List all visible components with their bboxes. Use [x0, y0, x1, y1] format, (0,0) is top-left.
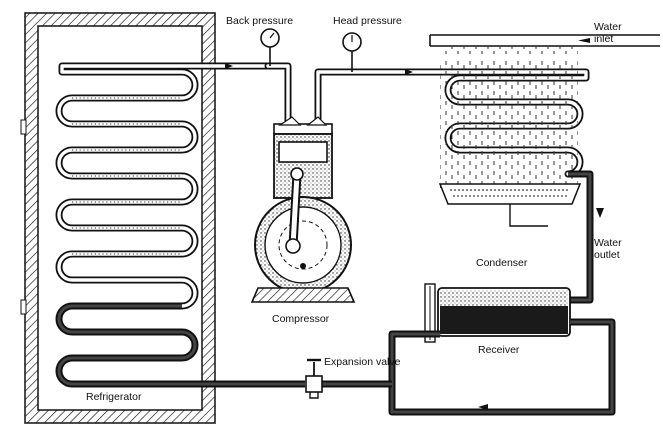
label-back-pressure: Back pressure: [226, 15, 293, 27]
arrow-right-icon: [405, 69, 413, 75]
evaporator-coil: [55, 62, 305, 388]
compressor-piston: [278, 141, 328, 163]
arrow-right-icon: [225, 63, 233, 69]
door-hinge-bottom: [20, 299, 27, 315]
arrow-down-icon: [596, 208, 604, 218]
compressor-base: [250, 287, 356, 303]
door-hinge-top: [20, 119, 27, 135]
arrow-left-icon: [578, 38, 590, 43]
condenser: [429, 34, 660, 227]
receiver: [424, 283, 571, 343]
suction-line: [264, 46, 292, 132]
label-condenser: Condenser: [476, 257, 528, 269]
label-compressor: Compressor: [272, 313, 330, 325]
arrow-left-icon: [478, 404, 488, 410]
valve-body: [305, 375, 323, 393]
back-pressure-gauge: [260, 28, 280, 48]
expansion-valve: [305, 358, 323, 399]
compressor: [250, 116, 356, 303]
condenser-drip-tray: [438, 183, 582, 205]
water-outlet-pipe: [509, 204, 548, 227]
receiver-liquid: [440, 306, 568, 334]
flow-arrows-top: [225, 63, 413, 75]
cooling-water-spray: [440, 60, 578, 188]
refrigerator-interior: [37, 25, 203, 411]
liquid-line-condenser-to-receiver: [568, 170, 604, 304]
connecting-rod: [290, 171, 300, 249]
label-head-pressure: Head pressure: [333, 15, 402, 27]
refrigerator: [20, 12, 216, 424]
water-inlet-pipe: [429, 34, 660, 47]
label-receiver: Receiver: [478, 344, 520, 356]
label-expansion-valve: Expansion valve: [324, 356, 401, 368]
head-pressure-gauge: [342, 32, 362, 52]
liquid-line-receiver-to-valve: [322, 318, 616, 416]
label-refrigerator: Refrigerator: [86, 391, 142, 403]
